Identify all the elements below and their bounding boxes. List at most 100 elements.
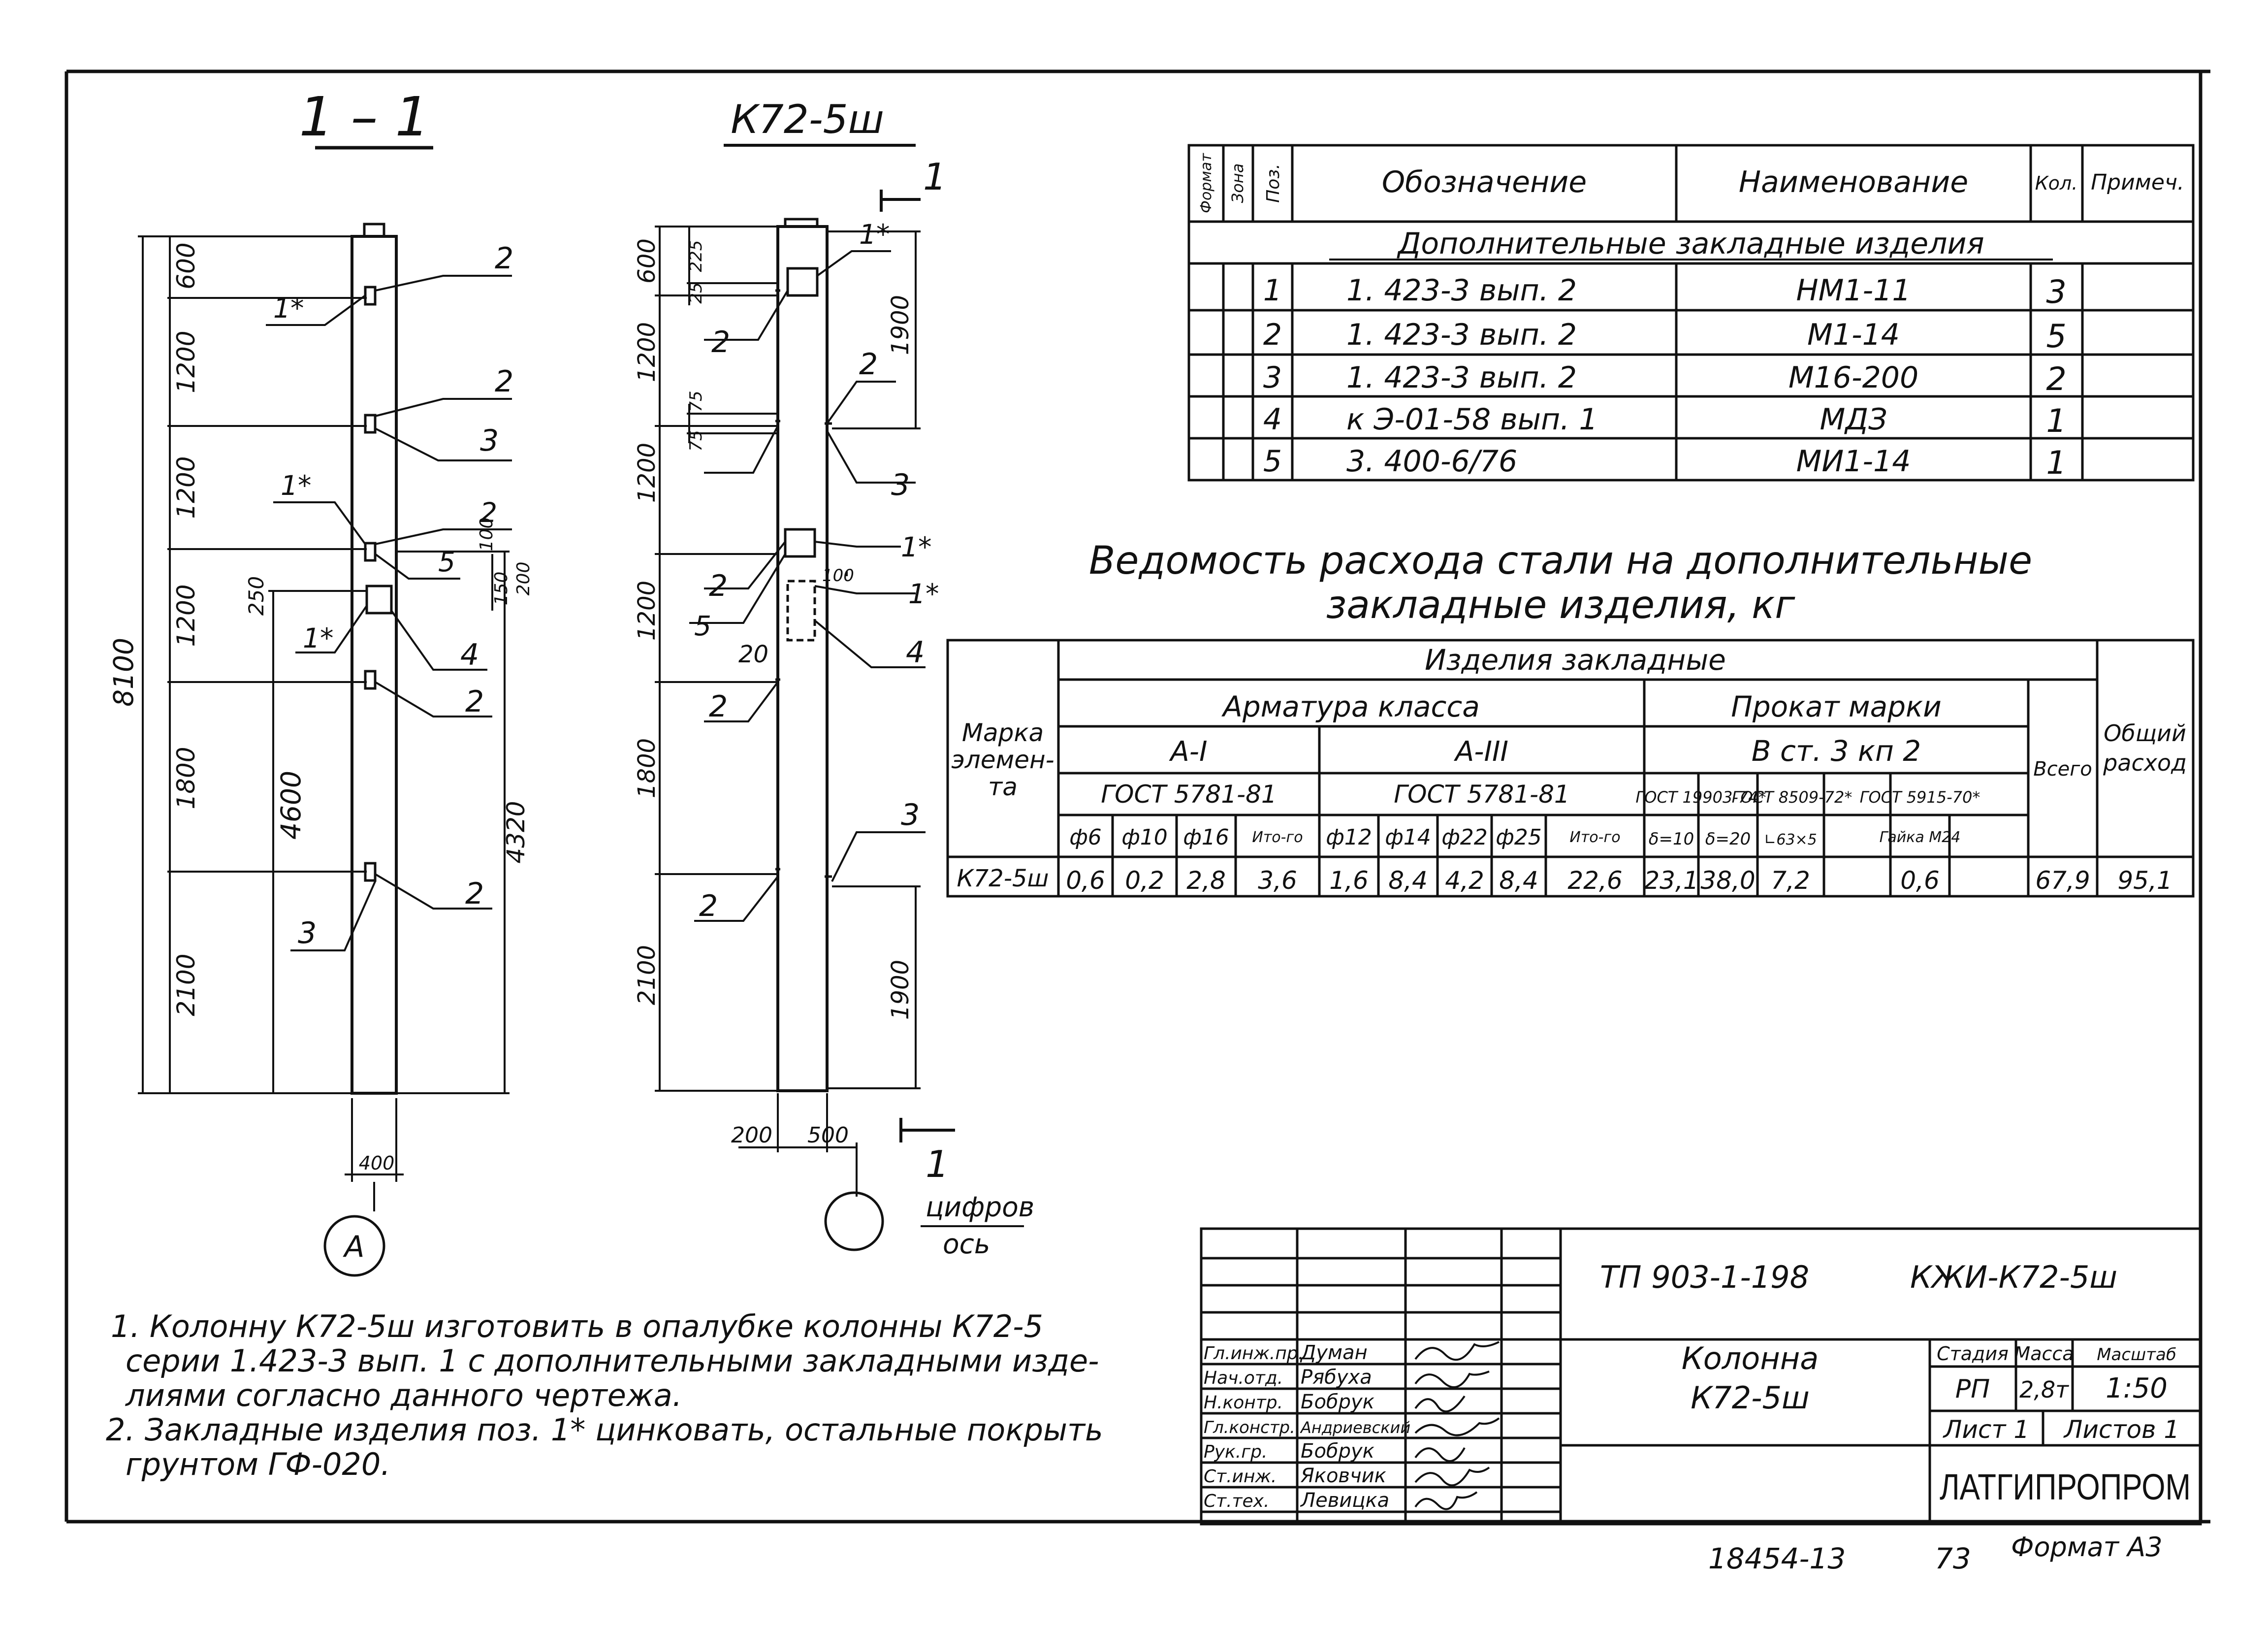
st-sub: Гайка М24 — [1880, 829, 1961, 846]
st-sub: ф14 — [1385, 825, 1431, 850]
col-callout-5: 5 — [694, 610, 711, 642]
st-val: 1,6 — [1329, 866, 1369, 895]
tb-object-line1: Колонна — [1682, 1340, 1819, 1376]
tb-h-scale: Масштаб — [2097, 1345, 2176, 1365]
st-h-steel: В ст. 3 кп 2 — [1752, 734, 1921, 768]
tb-scale: 1:50 — [2106, 1372, 2168, 1404]
st-h-gost-a1: ГОСТ 5781-81 — [1101, 780, 1277, 809]
col-dim-1200a: 1200 — [633, 322, 661, 382]
tb-role: Гл.констр. — [1204, 1418, 1295, 1437]
spec-designation: 1. 423-3 вып. 2 — [1346, 318, 1577, 352]
dimension-lines-1-1 — [138, 235, 510, 1211]
tb-signatures — [1414, 1341, 1500, 1510]
st-sub: ф12 — [1326, 825, 1372, 850]
col-callout-1star-c: 1* — [908, 578, 939, 610]
callout-1star-c: 1* — [303, 622, 334, 654]
spec-row-3: 3 1. 423-3 вып. 2 М16-200 2 — [1263, 360, 2067, 398]
spec-qty: 2 — [2046, 361, 2066, 398]
tb-role: Ст.тех. — [1204, 1491, 1269, 1511]
dim-150: 150 — [491, 572, 511, 606]
st-h-gost-r1: ГОСТ 19903-74* — [1635, 788, 1766, 807]
st-h-mark-2: элемен- — [951, 746, 1054, 774]
tb-org: ЛАТГИПРОПРОМ — [1940, 1466, 2191, 1507]
col-callout-3a: 3 — [891, 468, 910, 502]
spec-h-zone: Зона — [1228, 163, 1247, 203]
note-line: серии 1.423-3 вып. 1 с дополнительными з… — [126, 1343, 1099, 1379]
st-val: 4,2 — [1445, 866, 1484, 895]
tb-mass: 2,8т — [2019, 1376, 2069, 1403]
tb-name: Рябуха — [1301, 1366, 1372, 1389]
st-data-row: К72-5ш 0,6 0,2 2,8 3,6 1,6 8,4 4,2 8,4 2… — [957, 865, 2172, 895]
steel-title-line2: закладные изделия, кг — [1326, 583, 1796, 627]
dim-1200a: 1200 — [172, 330, 200, 393]
col-dim-75b: 75 — [686, 430, 706, 451]
dim-600: 600 — [172, 242, 200, 289]
footer-page: 73 — [1935, 1542, 1971, 1575]
spec-name: НМ1-11 — [1796, 273, 1911, 308]
dim-1800: 1800 — [172, 747, 200, 809]
column-dimension-lines — [655, 226, 921, 1197]
st-sub: δ=10 — [1649, 829, 1694, 849]
col-callout-2a: 2 — [711, 325, 730, 359]
col-dim-1200b: 1200 — [633, 443, 661, 503]
st-h-embedded: Изделия закладные — [1425, 643, 1726, 677]
st-row-mark: К72-5ш — [957, 865, 1049, 892]
st-overall: 95,1 — [2117, 866, 2172, 895]
section-mark-top — [880, 190, 921, 212]
col-dim-1200c: 1200 — [633, 581, 661, 641]
note-line: лиями согласно данного чертежа. — [125, 1377, 682, 1413]
col-dim-200: 200 — [731, 1123, 772, 1148]
col-callout-4: 4 — [906, 635, 925, 670]
tb-sheet: Лист 1 — [1943, 1415, 2029, 1444]
st-sub: δ=20 — [1705, 829, 1751, 849]
col-dim-100: 100 — [822, 566, 854, 586]
st-val: 7,2 — [1771, 866, 1810, 895]
st-val: 0,6 — [1066, 866, 1105, 895]
st-val: 22,6 — [1567, 866, 1622, 895]
st-sub: ф16 — [1183, 825, 1229, 850]
tb-name: Думан — [1300, 1341, 1368, 1364]
tb-role: Ст.инж. — [1204, 1466, 1277, 1487]
spec-h-format: Формат — [1198, 153, 1215, 213]
leaders-1-1 — [266, 275, 512, 951]
dim-200: 200 — [513, 562, 534, 596]
st-val: 0,6 — [1900, 866, 1940, 895]
axis-note-line2: ось — [943, 1228, 990, 1260]
column-body — [776, 225, 829, 1092]
embedded-plates-1-1 — [364, 286, 393, 882]
col-callout-2b: 2 — [859, 347, 878, 382]
steel-table: Марка элемен- та Изделия закладные Армат… — [946, 639, 2195, 898]
tb-sheet-code: КЖИ-К72-5ш — [1910, 1259, 2117, 1295]
col-dim-1900-bottom: 1900 — [887, 960, 914, 1020]
steel-title-line1: Ведомость расхода стали на дополнительны… — [1089, 539, 2032, 583]
callout-2b: 2 — [495, 364, 513, 399]
callout-3a: 3 — [480, 424, 499, 458]
st-h-a3: А-III — [1454, 736, 1508, 768]
column-leaders — [689, 250, 926, 922]
st-val: 0,2 — [1125, 866, 1164, 895]
col-dim-500: 500 — [807, 1123, 849, 1148]
st-h-gost-a3: ГОСТ 5781-81 — [1394, 780, 1569, 809]
spec-row-1: 1 1. 423-3 вып. 2 НМ1-11 3 — [1263, 273, 2067, 311]
section-mark-bottom — [899, 1118, 955, 1142]
tb-name: Андриевский — [1300, 1418, 1410, 1437]
st-sub: ф25 — [1496, 825, 1542, 850]
axis-bubble-a — [323, 1215, 385, 1277]
st-h-overall-2: расход — [2103, 749, 2187, 776]
tb-role: Н.контр. — [1204, 1393, 1283, 1413]
callout-2c: 2 — [480, 497, 497, 528]
dim-4600: 4600 — [275, 771, 307, 840]
tb-role: Рук.гр. — [1204, 1442, 1267, 1462]
spec-qty: 3 — [2046, 274, 2066, 311]
st-val: 23,1 — [1644, 866, 1698, 895]
spec-row-5: 5 3. 400-6/76 МИ1-14 1 — [1263, 444, 2067, 482]
spec-row-2: 2 1. 423-3 вып. 2 М1-14 5 — [1263, 318, 2067, 355]
st-sub: Ито-го — [1569, 829, 1620, 846]
callout-1star-a: 1* — [273, 293, 304, 324]
st-h-mark-3: та — [988, 773, 1018, 801]
callout-2e: 2 — [465, 877, 484, 911]
spec-table: Формат Зона Поз. Обозначение Наименовани… — [1187, 144, 2195, 482]
st-h-rebar: Арматура класса — [1221, 690, 1480, 723]
column-view-k72-5: К72-5ш 1 1 — [633, 97, 1034, 1260]
